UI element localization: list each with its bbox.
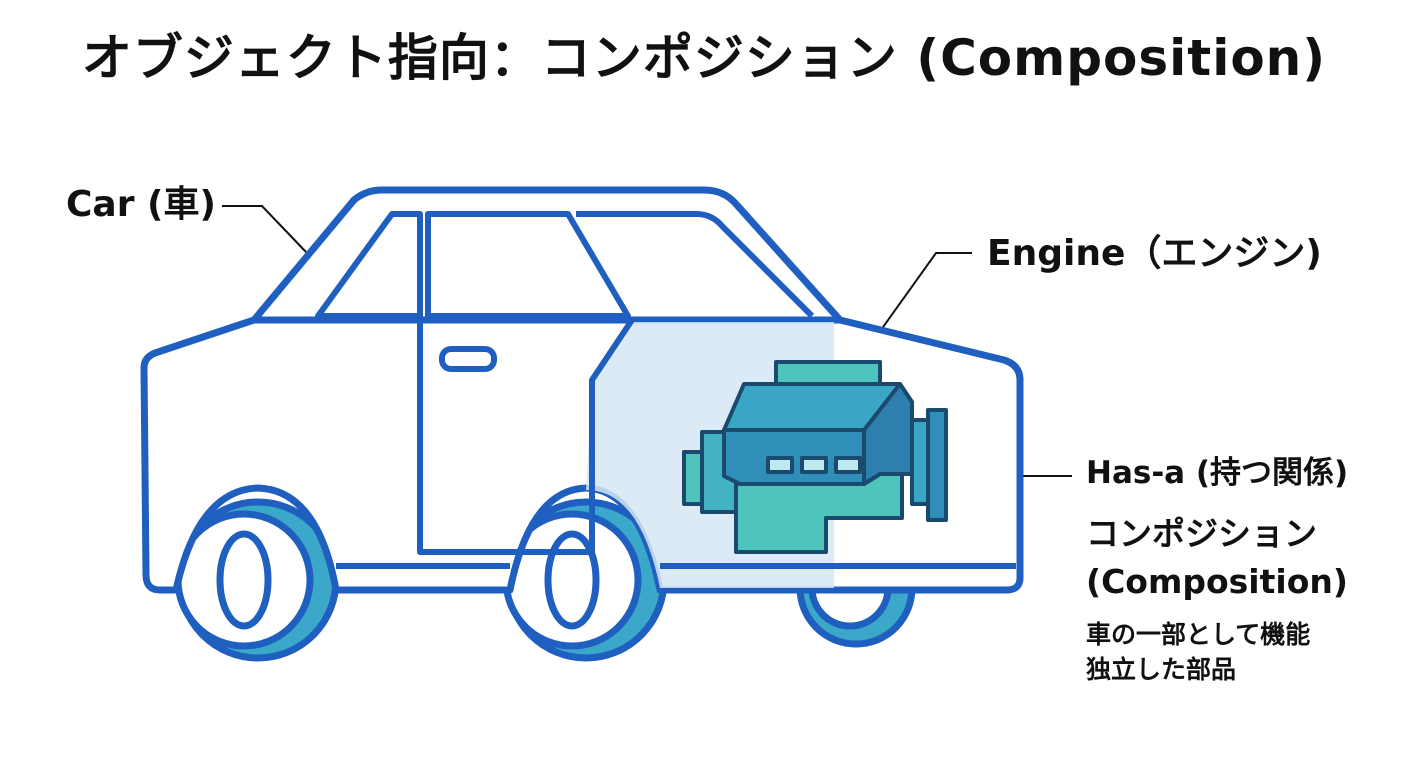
engine-label: Engine（エンジン) [987, 233, 1322, 274]
front-window [425, 211, 631, 319]
car-door [417, 316, 635, 555]
page-title: オブジェクト指向：コンポジション (Composition) [81, 29, 1327, 87]
windshield-line [576, 211, 815, 319]
car-leader-line [222, 205, 307, 253]
description-line-2: 独立した部品 [1086, 655, 1237, 684]
far-wheel [796, 587, 916, 648]
has-a-label: Has-a (持つ関係) [1086, 455, 1349, 491]
composition-label-en: (Composition) [1086, 562, 1348, 601]
rear-window [315, 211, 423, 319]
engine-leader-line [857, 252, 972, 363]
car-roof [251, 186, 843, 323]
engine-block-icon [682, 360, 948, 554]
description-line-1: 車の一部として機能 [1086, 620, 1311, 649]
composition-label-jp: コンポジション [1086, 514, 1317, 553]
rear-wheel [174, 498, 340, 662]
door-handle [439, 346, 497, 372]
car-label: Car (車) [66, 184, 216, 225]
